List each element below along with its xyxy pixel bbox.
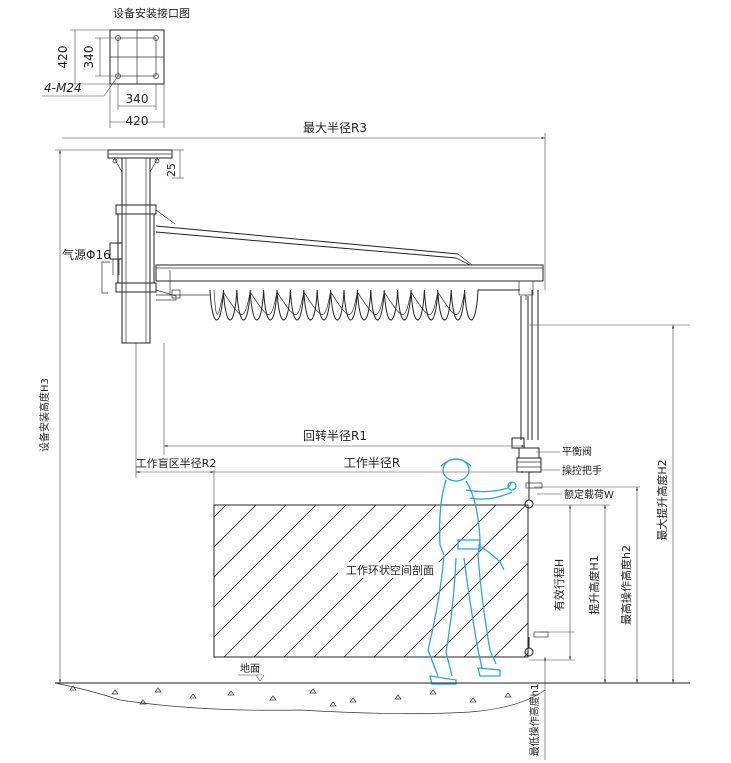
dim-340-vertical: 340 (82, 46, 96, 69)
min-operating-height-label: 最低操作高度h1 (528, 684, 541, 757)
work-radius-label: 工作半径R (344, 456, 400, 470)
rated-load-label: 额定载荷W (564, 488, 614, 501)
dim-25: 25 (165, 163, 178, 177)
radius-dimensions (135, 343, 525, 505)
ground-line (54, 674, 690, 714)
mount-title: 设备安装接口图 (113, 6, 190, 20)
operator-figure (427, 458, 517, 685)
stroke-height-label: 有效行程H (552, 559, 566, 611)
blind-radius-label: 工作盲区半径R2 (136, 456, 217, 470)
height-dimensions (529, 324, 690, 760)
max-operating-height-label: 最高操作高度h2 (619, 545, 633, 625)
crane-column (107, 149, 184, 344)
lifting-rod (511, 290, 549, 657)
max-radius-label: 最大半径R3 (303, 121, 367, 135)
workspace-label: 工作环状空间剖面 (346, 563, 434, 577)
control-handle-label: 操控把手 (562, 464, 602, 477)
dim-420-horizontal: 420 (126, 114, 149, 128)
install-height-dimension (55, 149, 108, 683)
install-height-label: 设备安装高度H3 (38, 378, 51, 452)
slewing-frame (101, 204, 181, 301)
lift-height-label: 提升高度H1 (587, 555, 601, 614)
balance-valve-label: 平衡阀 (562, 445, 592, 458)
dim-420-vertical: 420 (56, 46, 70, 69)
dim-340-horizontal: 340 (126, 92, 149, 106)
air-hose-coil (209, 289, 520, 321)
mount-interface-drawing (42, 29, 165, 128)
tool-leaders (536, 451, 562, 495)
rotation-radius-label: 回转半径R1 (303, 428, 367, 443)
air-source-label: 气源Φ16 (62, 247, 111, 262)
ground-label: 地面 (240, 662, 260, 675)
max-lift-height-label: 最大提升高度H2 (655, 459, 669, 540)
bolt-spec: 4-M24 (44, 81, 82, 95)
jib-arm (155, 225, 544, 300)
max-radius-dimension (62, 133, 546, 290)
